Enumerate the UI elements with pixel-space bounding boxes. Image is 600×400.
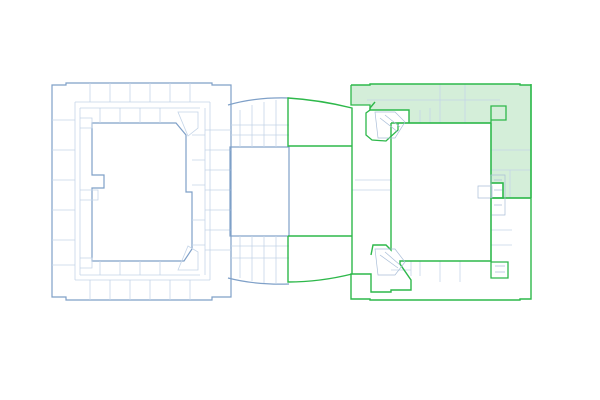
connector-interior-walls xyxy=(231,100,390,284)
stairwell-details xyxy=(374,111,509,279)
connector-north-green[interactable] xyxy=(287,97,353,237)
east-selected-fill[interactable] xyxy=(351,84,531,198)
east-south-wing-border[interactable] xyxy=(490,198,509,279)
east-selected-area-border[interactable] xyxy=(350,85,531,199)
west-courtyard xyxy=(91,122,193,262)
connector-north-blue[interactable] xyxy=(227,97,290,106)
east-building[interactable] xyxy=(350,83,532,301)
center-connector[interactable] xyxy=(227,97,390,285)
connector-south-blue[interactable] xyxy=(227,277,290,285)
west-interior-walls xyxy=(52,83,231,300)
east-interior-walls xyxy=(355,84,531,282)
connector-atrium[interactable] xyxy=(229,146,290,237)
west-building[interactable] xyxy=(51,82,232,301)
west-building-outline[interactable] xyxy=(51,82,232,301)
east-building-outline[interactable] xyxy=(350,83,532,301)
connector-south-green[interactable] xyxy=(287,236,353,283)
